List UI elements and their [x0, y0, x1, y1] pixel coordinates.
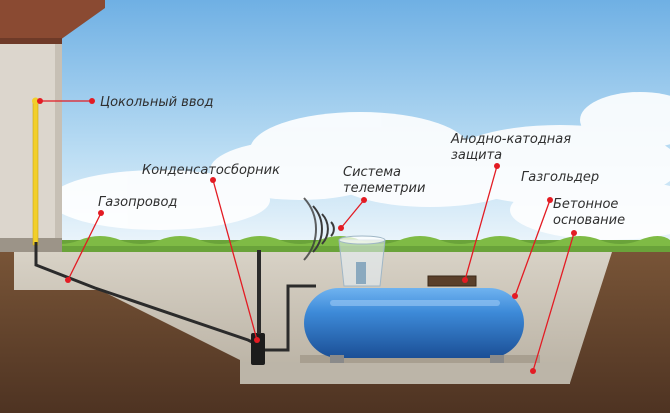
gas-riser-pipe [32, 99, 39, 246]
label-sistema-line1: Система [343, 165, 401, 180]
red-dot-icon [494, 163, 500, 169]
house [0, 0, 105, 252]
red-dot-icon [98, 210, 104, 216]
red-dot-icon [89, 98, 95, 104]
red-dot-markers [37, 98, 577, 374]
label-tsokolny-vvod: Цокольный ввод [100, 95, 213, 110]
pointer-lines [40, 100, 575, 372]
condensate-standpipe [257, 250, 261, 334]
label-sistema-line2: телеметрии [343, 181, 425, 196]
red-dot-icon [37, 98, 43, 104]
gas-tank [304, 288, 524, 363]
concrete-base [240, 362, 570, 384]
red-dot-icon [338, 225, 344, 231]
red-dot-icon [210, 177, 216, 183]
red-dot-icon [571, 230, 577, 236]
red-dot-icon [65, 277, 71, 283]
anode-cathode-box [427, 275, 477, 287]
clouds [50, 92, 670, 240]
grass-top [0, 236, 670, 246]
tank-connection-pipe [265, 284, 316, 352]
label-anodno-line1: Анодно-катодная [450, 132, 571, 147]
label-betonnoe-line1: Бетонное [553, 197, 618, 212]
red-dot-icon [462, 277, 468, 283]
red-dot-icon [530, 368, 536, 374]
red-dot-icon [547, 197, 553, 203]
red-dot-icon [361, 197, 367, 203]
red-dot-icon [254, 337, 260, 343]
label-anodno-line2: защита [451, 148, 502, 163]
wifi-waves-icon [303, 197, 335, 261]
label-kondensatosbornik: Конденсатосборник [142, 163, 280, 178]
label-gazoprovod: Газопровод [98, 195, 177, 210]
label-betonnoe-line2: основание [553, 213, 625, 228]
riser-top-fitting [32, 97, 39, 105]
label-gazgolder: Газгольдер [521, 170, 599, 185]
concrete-slab [300, 355, 540, 363]
telemetry-dome [338, 235, 386, 287]
red-dot-icon [512, 293, 518, 299]
